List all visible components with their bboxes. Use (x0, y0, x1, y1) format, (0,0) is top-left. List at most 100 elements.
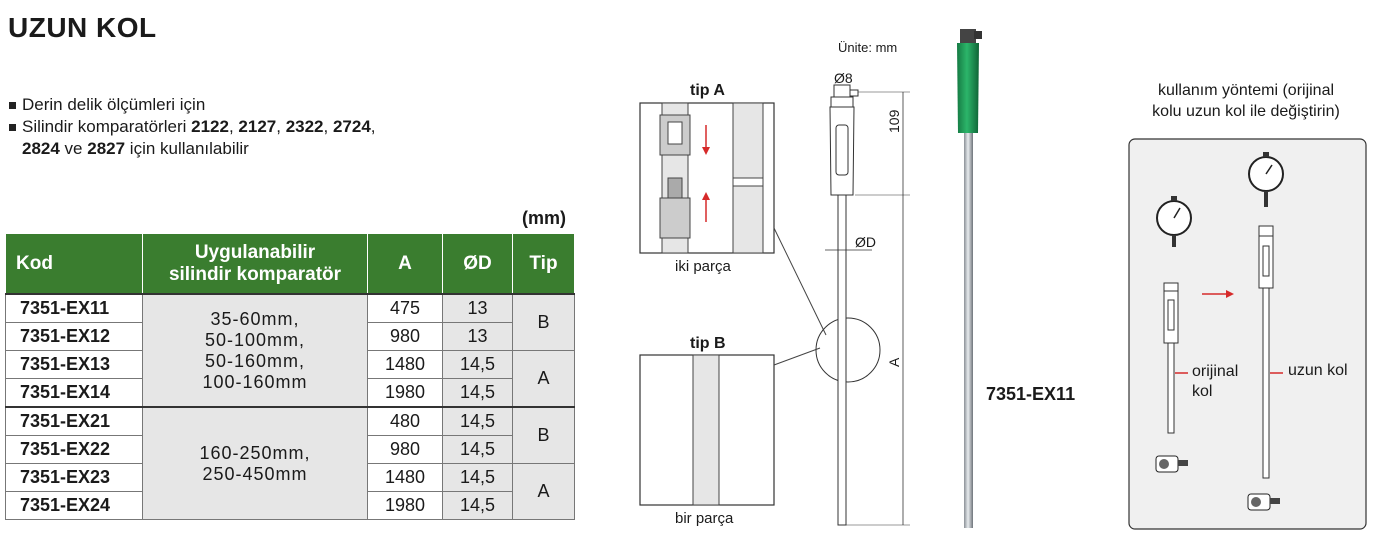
feature-list: Derin delik ölçümleri için Silindir komp… (8, 94, 376, 160)
cell-kod: 7351-EX21 (5, 406, 143, 436)
dial-gauge-icon (1248, 152, 1284, 207)
long-rod (1258, 225, 1274, 479)
feature-text: Derin delik ölçümleri için (22, 95, 206, 114)
replace-arrow-icon (1202, 290, 1234, 298)
cell-d: 14,5 (442, 406, 513, 436)
model-ref: 2724 (332, 117, 371, 136)
comp-range: 250-450mm (202, 463, 308, 484)
model-ref: 2824 (22, 139, 60, 158)
label-original: orijinal kol (1192, 362, 1238, 402)
model-ref: 2827 (87, 139, 126, 158)
cell-tip: B (512, 293, 575, 351)
dim-a: A (886, 357, 902, 367)
cell-a: 1480 (367, 350, 443, 379)
cell-a: 1980 (367, 378, 443, 408)
dim-d: ØD (855, 234, 876, 250)
tip-b-detail (639, 354, 775, 506)
label-long: uzun kol (1288, 362, 1348, 379)
usage-frame (1128, 138, 1367, 530)
feature-text: ve (59, 139, 88, 158)
label-text: kol (1192, 383, 1213, 400)
table-row: 7351-EX13 1480 14,5 A (5, 350, 575, 408)
comp-range: 160-250mm, (199, 442, 311, 463)
measuring-head-icon (1155, 455, 1188, 473)
table-row: 7351-EX12 980 13 (5, 322, 575, 351)
table-row: 7351-EX23 1480 14,5 A (5, 463, 575, 520)
cell-a: 475 (367, 293, 443, 323)
table-row: 7351-EX24 1980 14,5 (5, 491, 575, 520)
cell-kod: 7351-EX11 (5, 293, 143, 323)
header-text: Uygulanabilir (194, 241, 316, 263)
tip-a-detail (639, 102, 775, 254)
product-model: 7351-EX11 (986, 384, 1076, 404)
cell-kod: 7351-EX22 (5, 435, 143, 464)
cell-a: 1980 (367, 491, 443, 520)
cell-kod: 7351-EX24 (5, 491, 143, 520)
cell-a: 980 (367, 435, 443, 464)
rod-drawing (829, 84, 859, 526)
cell-d: 14,5 (442, 491, 513, 520)
original-rod (1163, 282, 1179, 434)
product-illustration (957, 29, 982, 528)
table-row: 7351-EX11 35-60mm, 50-100mm, 50-160mm, 1… (5, 293, 575, 408)
unit-note: Ünite: mm (838, 40, 898, 55)
model-ref: 2127 (238, 117, 277, 136)
cell-d: 13 (442, 293, 513, 323)
feature-text: , (323, 117, 333, 136)
cell-d: 14,5 (442, 378, 513, 408)
feature-text: , (370, 117, 376, 136)
col-header-kod: Kod (5, 233, 143, 295)
product-head (960, 29, 976, 43)
comp-range: 100-160mm (202, 371, 308, 392)
model-ref: 2122 (191, 117, 229, 136)
tip-a-label: tip A (690, 82, 725, 99)
tip-b-label: tip B (690, 335, 726, 352)
feature-text: , (228, 117, 239, 136)
dial-gauge-icon (1156, 196, 1192, 247)
cell-d: 13 (442, 322, 513, 351)
model-ref: 2322 (285, 117, 324, 136)
table-row: 7351-EX22 980 14,5 (5, 435, 575, 464)
table-unit: (mm) (522, 208, 566, 228)
feature-text: , (276, 117, 286, 136)
detail-circle (815, 317, 881, 383)
cell-d: 14,5 (442, 435, 513, 464)
dim-phi8: Ø8 (834, 70, 853, 86)
feature-text: Silindir komparatörleri (22, 117, 192, 136)
dim-109: 109 (886, 109, 902, 133)
cell-comparator: 160-250mm, 250-450mm (142, 406, 368, 520)
cell-kod: 7351-EX13 (5, 350, 143, 379)
product-rod (964, 133, 973, 528)
product-screw (974, 31, 982, 39)
usage-title: kullanım yöntemi (orijinal kolu uzun kol… (1126, 80, 1366, 122)
cell-kod: 7351-EX23 (5, 463, 143, 492)
comp-range: 50-100mm, (204, 329, 306, 350)
cell-kod: 7351-EX12 (5, 322, 143, 351)
usage-title-line: kolu uzun kol ile değiştirin) (1152, 103, 1340, 120)
table-row: 7351-EX21 160-250mm, 250-450mm 480 14,5 … (5, 406, 575, 520)
tip-a-caption: iki parça (675, 258, 731, 275)
cell-tip: B (512, 406, 575, 464)
cell-comparator: 35-60mm, 50-100mm, 50-160mm, 100-160mm (142, 293, 368, 408)
usage-diagram (1128, 138, 1367, 530)
col-header-tip: Tip (512, 233, 575, 295)
label-text: orijinal (1192, 363, 1239, 380)
measuring-head-icon (1247, 493, 1280, 511)
cell-tip: A (512, 350, 575, 408)
col-header-d: ØD (442, 233, 513, 295)
tip-b-caption: bir parça (675, 510, 734, 527)
dimensions (825, 91, 910, 526)
cell-tip: A (512, 463, 575, 520)
feature-item: Silindir komparatörleri 2122, 2127, 2322… (8, 116, 376, 160)
cell-d: 14,5 (442, 350, 513, 379)
leader-line (773, 227, 827, 336)
product-handle (957, 43, 979, 133)
feature-item: Derin delik ölçümleri için (8, 94, 376, 116)
page-title: UZUN KOL (8, 12, 157, 43)
cell-a: 980 (367, 322, 443, 351)
cell-a: 1480 (367, 463, 443, 492)
cell-kod: 7351-EX14 (5, 378, 143, 408)
